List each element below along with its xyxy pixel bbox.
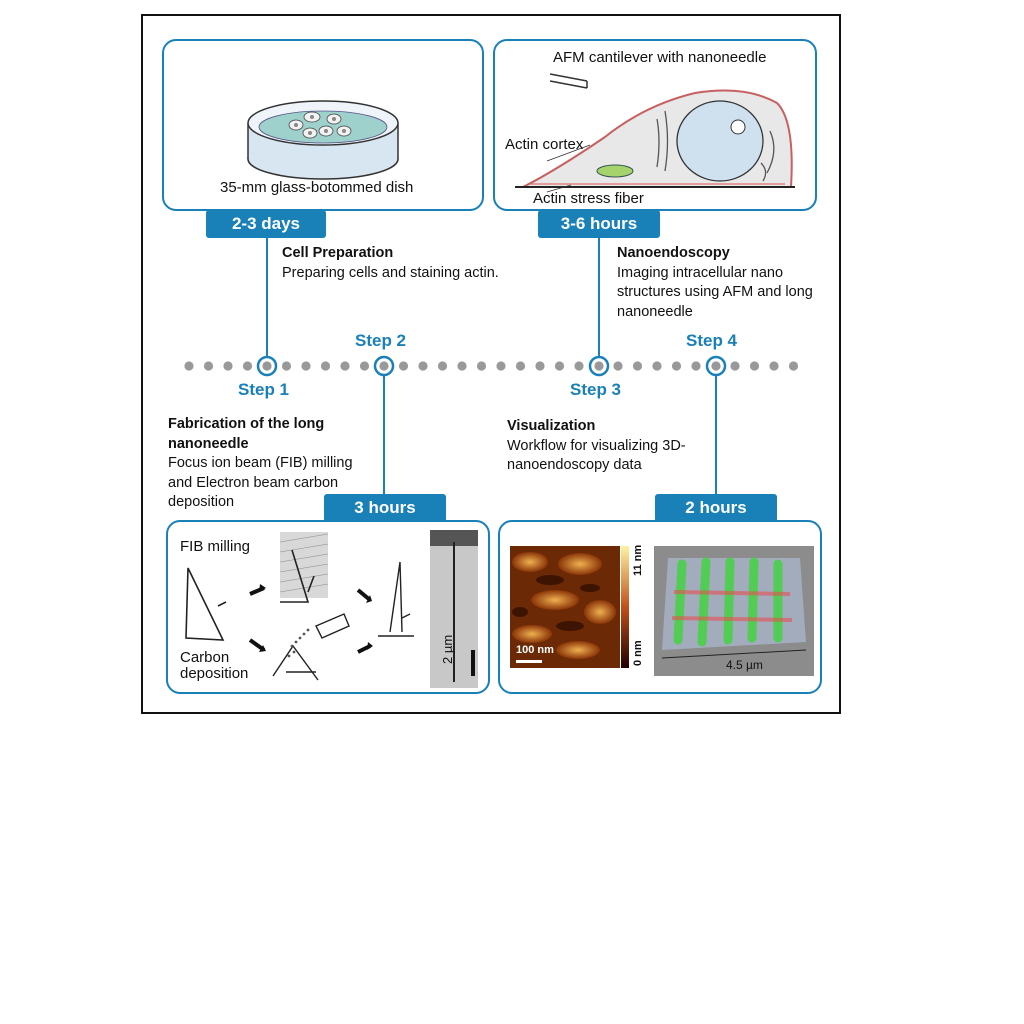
fabrication-panel: FIB milling Carbon deposition 2 µm	[166, 520, 490, 694]
timeline-dot	[632, 361, 643, 371]
nanoendoscopy-body: Imaging intracellular nano structures us…	[617, 264, 813, 320]
step2-marker-dot	[379, 361, 389, 371]
timeline-dot	[769, 361, 779, 371]
fabrication-body: Focus ion beam (FIB) milling and Electro…	[168, 455, 353, 510]
afm-scale-bar-label: 100 nm	[516, 644, 554, 656]
timeline-dot	[184, 361, 194, 371]
timeline-dot	[437, 361, 448, 371]
afm-height-map	[510, 546, 814, 676]
cantilever-label: AFM cantilever with nanoneedle	[553, 49, 767, 66]
timeline-dot	[574, 361, 584, 371]
fib-milling-label: FIB milling	[180, 538, 251, 555]
timeline-dot	[340, 361, 350, 371]
fabrication-text: Fabrication of the long nanoneedle Focus…	[168, 415, 376, 513]
timeline-dot	[418, 361, 428, 371]
visualization-text: Visualization Workflow for visualizing 3…	[507, 417, 692, 476]
cell-preparation-title: Cell Preparation	[282, 245, 394, 261]
visualization-body: Workflow for visualizing 3D-nanoendoscop…	[507, 437, 686, 474]
timeline-dot	[457, 361, 467, 371]
timeline-dot	[476, 361, 487, 371]
timeline-dot	[281, 361, 292, 371]
step4-marker-dot	[711, 361, 721, 371]
timeline-dot	[535, 361, 545, 371]
fabrication-title: Fabrication of the long nanoneedle	[168, 416, 325, 452]
timeline-dot	[788, 361, 799, 371]
dish-caption: 35-mm glass-botommed dish	[220, 179, 414, 196]
nanoendoscopy-text: Nanoendoscopy Imaging intracellular nano…	[617, 244, 817, 322]
carbon-deposition-label: Carbon deposition	[180, 649, 249, 682]
timeline-dot	[652, 361, 662, 371]
timeline-dot	[496, 361, 506, 371]
timeline-dot	[223, 361, 233, 371]
visualization-panel: 100 nm 11 nm 0 nm 4.5 µm	[498, 520, 822, 694]
step3-marker-dot	[594, 361, 604, 371]
step2-label: Step 2	[355, 331, 407, 350]
actin-cortex-label: Actin cortex	[505, 136, 584, 153]
colorbar-max-label: 11 nm	[632, 544, 644, 576]
connector-step2	[383, 376, 385, 496]
cell-preparation-text: Cell Preparation Preparing cells and sta…	[282, 244, 502, 283]
timeline-dot	[749, 361, 760, 371]
colorbar-min-label: 0 nm	[632, 640, 644, 666]
duration-badge-step1: 2-3 days	[206, 210, 326, 238]
timeline-dot	[730, 361, 740, 371]
timeline-dot	[359, 361, 370, 371]
actin-stress-fiber-label: Actin stress fiber	[533, 190, 644, 207]
visualization-title: Visualization	[507, 418, 596, 434]
nanoendoscopy-title: Nanoendoscopy	[617, 245, 730, 261]
timeline-dot	[398, 361, 409, 371]
timeline	[184, 355, 799, 377]
connector-step1	[266, 238, 268, 356]
timeline-dot	[515, 361, 526, 371]
timeline-dot	[671, 361, 682, 371]
timeline-dot	[242, 361, 253, 371]
figure-frame	[141, 14, 841, 714]
duration-badge-step3: 3-6 hours	[538, 210, 660, 238]
step4-label: Step 4	[686, 331, 738, 350]
timeline-dot	[554, 361, 565, 371]
petri-dish-icon	[247, 100, 399, 180]
nanoendoscopy-panel: AFM cantilever with nanoneedle Actin cor…	[493, 39, 817, 211]
cell-cross-section-illustration	[515, 73, 795, 193]
timeline-dot	[613, 361, 623, 371]
timeline-dot	[203, 361, 214, 371]
connector-step3	[598, 238, 600, 356]
needle-fabrication-illustration	[185, 530, 478, 688]
connector-step4	[715, 376, 717, 496]
timeline-dot	[691, 361, 701, 371]
3d-width-label: 4.5 µm	[726, 658, 763, 672]
fib-scale-bar-label: 2 µm	[440, 634, 455, 664]
timeline-dot	[320, 361, 331, 371]
step3-label: Step 3	[570, 380, 622, 399]
duration-badge-step4: 2 hours	[655, 494, 777, 522]
step1-label: Step 1	[238, 380, 290, 399]
cell-preparation-body: Preparing cells and staining actin.	[282, 264, 499, 281]
step1-marker-dot	[262, 361, 272, 371]
duration-badge-step2: 3 hours	[324, 494, 446, 522]
timeline-dot	[301, 361, 311, 371]
cell-dish-panel: 35-mm glass-botommed dish	[162, 39, 484, 211]
